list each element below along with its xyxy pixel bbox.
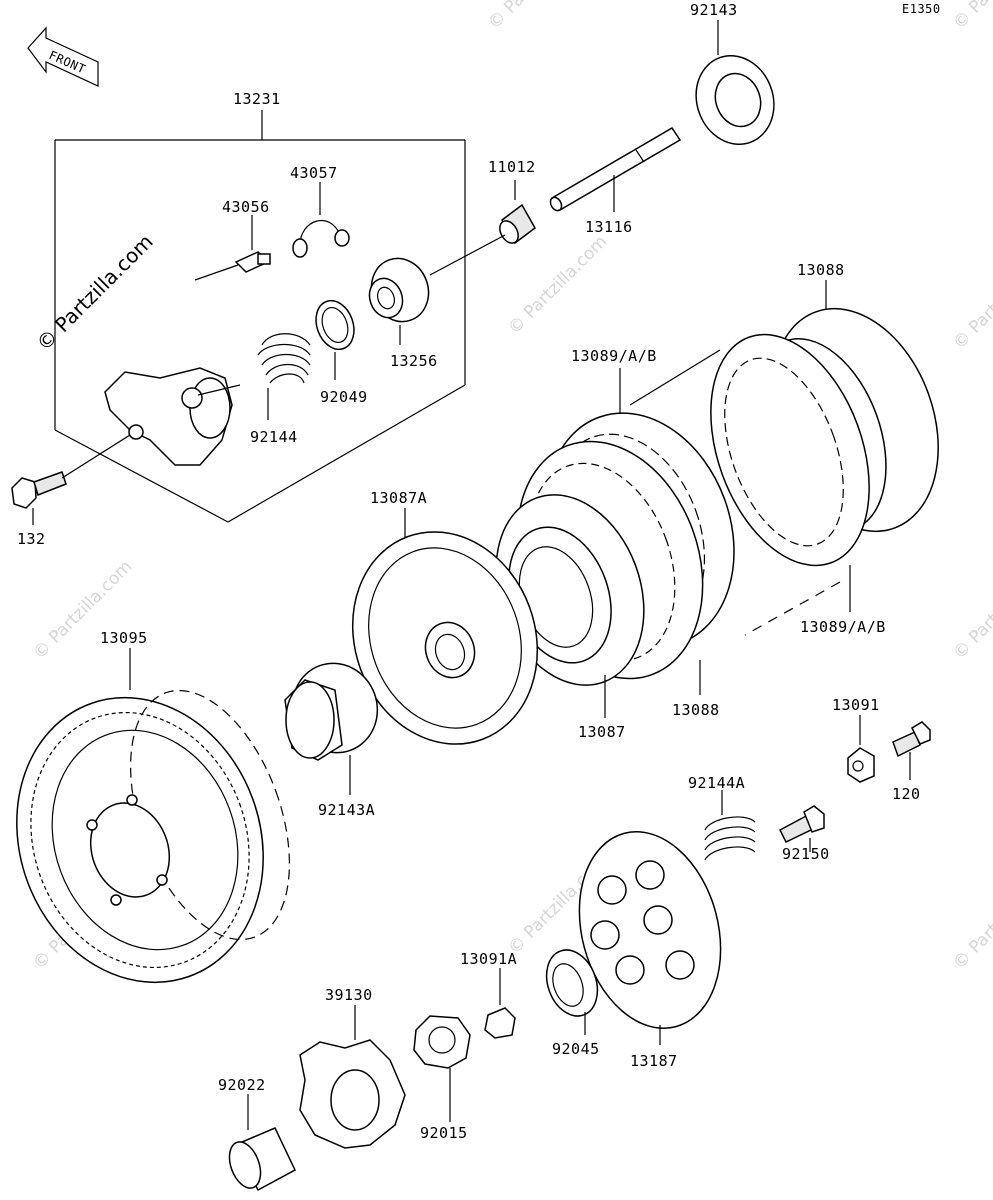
label-92144: 92144 <box>250 428 298 446</box>
part-92150-bolt <box>779 805 825 852</box>
label-13089-bottom: 13089/A/B <box>800 618 886 636</box>
label-11012: 11012 <box>488 158 536 176</box>
label-92143: 92143 <box>690 1 738 19</box>
watermark: © Partzilla.com <box>0 0 66 34</box>
part-43056-bleeder <box>194 215 271 281</box>
part-92015-nut <box>413 1015 471 1122</box>
part-92144-spring <box>257 333 311 420</box>
part-39130-damper <box>299 1005 406 1149</box>
front-arrow-icon: FRONT <box>27 26 99 87</box>
label-92144a: 92144A <box>688 774 745 792</box>
part-92049-seal <box>315 299 355 380</box>
watermark: © Partzilla.com <box>949 557 993 664</box>
watermark: © Partzilla.com <box>949 0 993 34</box>
watermark: © Partzilla.com <box>949 867 993 974</box>
label-43057: 43057 <box>290 164 338 182</box>
part-92022-bushing <box>228 1094 296 1192</box>
watermark-main: © Partzilla.com <box>32 229 158 355</box>
label-92150: 92150 <box>782 845 830 863</box>
part-13087a-plate <box>351 508 539 745</box>
label-13089-top: 13089/A/B <box>571 347 657 365</box>
label-92049: 92049 <box>320 388 368 406</box>
part-13116-push-rod <box>549 126 682 212</box>
watermark: © Partzilla.com <box>504 232 611 339</box>
watermark: © Partzilla.com <box>484 0 591 34</box>
label-13088-bottom: 13088 <box>672 701 720 719</box>
part-43057-clip <box>292 182 350 258</box>
part-13231-cylinder <box>104 367 241 466</box>
part-labels: 92143 13231 43057 43056 11012 13116 1308… <box>17 1 921 1142</box>
watermark: © Partzilla.com <box>949 247 993 354</box>
label-13087a: 13087A <box>370 489 427 507</box>
part-120-bolt <box>892 721 931 780</box>
clutch-cover-assembly-frame <box>54 110 466 523</box>
label-13091: 13091 <box>832 696 880 714</box>
watermark: © Partzilla.com <box>29 557 136 664</box>
label-92045: 92045 <box>552 1040 600 1058</box>
part-13091a-collar <box>484 968 516 1039</box>
part-13095-clutch-housing <box>16 648 290 984</box>
label-13088-top: 13088 <box>797 261 845 279</box>
part-92143-seal <box>695 20 775 145</box>
diagram-code: E1350 <box>902 2 941 16</box>
label-132: 132 <box>17 530 46 548</box>
part-92045-bearing <box>545 949 599 1035</box>
label-39130: 39130 <box>325 986 373 1004</box>
label-92022: 92022 <box>218 1076 266 1094</box>
label-13087: 13087 <box>578 723 626 741</box>
label-92015: 92015 <box>420 1124 468 1142</box>
part-92143a-sleeve <box>284 662 379 795</box>
part-13091-collar <box>847 715 875 783</box>
label-13091a: 13091A <box>460 950 517 968</box>
label-13187: 13187 <box>630 1052 678 1070</box>
part-13256-bearing <box>368 257 430 345</box>
label-13095: 13095 <box>100 629 148 647</box>
label-13256: 13256 <box>390 352 438 370</box>
part-13089-steel-plate-bottom <box>710 333 870 636</box>
part-132-bolt <box>11 434 131 525</box>
label-43056: 43056 <box>222 198 270 216</box>
label-13116: 13116 <box>585 218 633 236</box>
part-92144a-spring <box>704 790 756 861</box>
label-92143a: 92143A <box>318 801 375 819</box>
part-11012-bushing <box>429 180 536 276</box>
label-120: 120 <box>892 785 921 803</box>
label-13231: 13231 <box>233 90 281 108</box>
part-13187-pressure-plate <box>578 831 722 1045</box>
